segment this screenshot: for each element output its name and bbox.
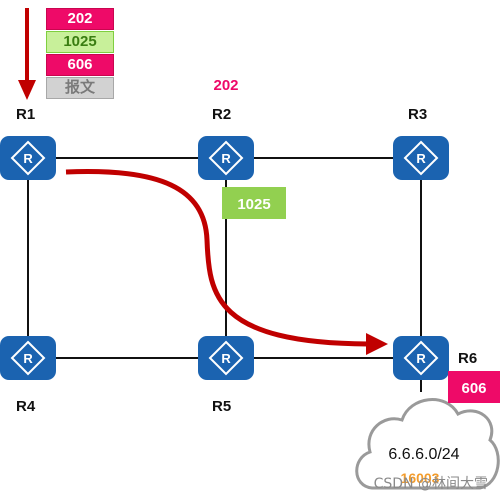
r6-sid-label: 606: [461, 380, 486, 397]
stack-label-1025: 1025: [46, 31, 114, 53]
stack-arrow: [18, 8, 36, 100]
router-label-r5: R5: [212, 398, 232, 415]
watermark: CSDN @林间大雪: [373, 476, 488, 492]
router-icon: R: [393, 336, 449, 380]
router-icon: R: [0, 336, 56, 380]
cloud-prefix: 6.6.6.0/24: [388, 446, 459, 463]
routers: R R R R R R: [0, 136, 449, 380]
adj-sid-label: 1025: [237, 196, 270, 213]
path-arrow: [65, 169, 388, 355]
router-label-r4: R4: [16, 398, 36, 415]
r2-sid-label: 202: [213, 77, 239, 94]
router-icon: R: [198, 136, 254, 180]
router-icon: R: [0, 136, 56, 180]
router-icon: R: [393, 136, 449, 180]
svg-text:R: R: [221, 351, 231, 366]
cloud-sid: 16003: [401, 470, 440, 486]
svg-text:R: R: [23, 351, 33, 366]
cloud-icon: [355, 398, 500, 490]
router-label-r6: R6: [458, 350, 478, 367]
router-icon: R: [198, 336, 254, 380]
svg-text:R: R: [416, 351, 426, 366]
svg-text:R: R: [416, 151, 426, 166]
r6-sid-box: [448, 371, 500, 403]
stack-label-606: 606: [46, 54, 114, 76]
stack-label-202: 202: [46, 8, 114, 30]
router-label-r3: R3: [408, 106, 428, 123]
router-label-r2: R2: [212, 106, 232, 123]
router-label-r1: R1: [16, 106, 36, 123]
label-stack: 202 1025 606 报文: [46, 8, 114, 100]
svg-text:R: R: [221, 151, 231, 166]
svg-text:R: R: [23, 151, 33, 166]
stack-payload: 报文: [46, 77, 114, 99]
adj-sid-box: [222, 187, 286, 219]
